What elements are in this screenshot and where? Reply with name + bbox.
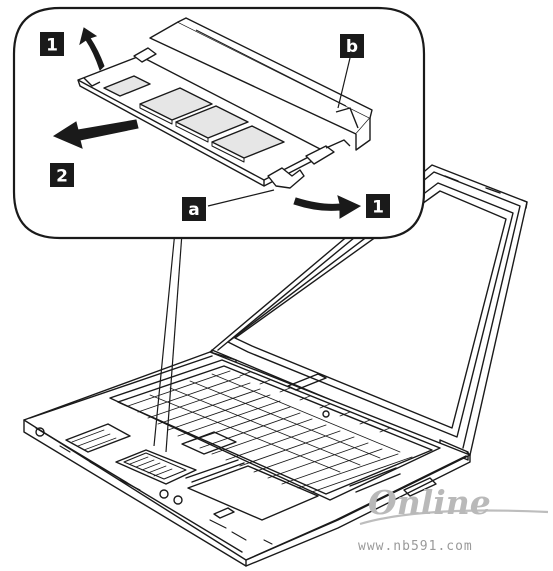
memory-chip	[103, 75, 285, 159]
arrow-step1-up	[79, 27, 105, 71]
arrow-step2-out	[52, 119, 139, 149]
laptop-illustration	[23, 164, 528, 567]
watermark: Online www.nb591.com	[358, 483, 549, 554]
memory-module	[77, 55, 323, 187]
svg-text:2: 2	[56, 167, 68, 187]
latch-left	[133, 47, 157, 63]
label-step2: 2	[50, 163, 74, 187]
media-key-strip	[287, 373, 327, 391]
callout-panel: 1 2 a b 1	[12, 6, 426, 240]
touchpad	[187, 465, 319, 521]
svg-text:1: 1	[46, 36, 58, 56]
label-step1-right: 1	[366, 194, 390, 218]
svg-text:a: a	[188, 200, 199, 220]
callout-leader-lines	[153, 230, 183, 453]
watermark-script: Online	[368, 483, 491, 522]
svg-text:b: b	[346, 37, 358, 57]
latch-a	[267, 167, 305, 189]
palm-rest	[185, 459, 437, 521]
watermark-url: www.nb591.com	[358, 539, 473, 554]
arrow-step1-right	[293, 195, 362, 219]
memory-socket	[149, 17, 373, 151]
keyboard	[109, 359, 441, 501]
memory-slot-area	[65, 423, 237, 485]
arrows	[52, 27, 362, 219]
svg-text:1: 1	[372, 198, 384, 218]
latch-clips	[133, 47, 351, 189]
label-step1-top: 1	[40, 32, 64, 56]
label-part-b: b	[340, 34, 364, 58]
trackpoint	[322, 410, 330, 418]
latch-right	[305, 145, 335, 165]
label-part-a: a	[182, 197, 206, 221]
fingerprint-reader	[403, 477, 437, 497]
label-pointers	[207, 57, 351, 207]
front-ports	[35, 427, 273, 545]
